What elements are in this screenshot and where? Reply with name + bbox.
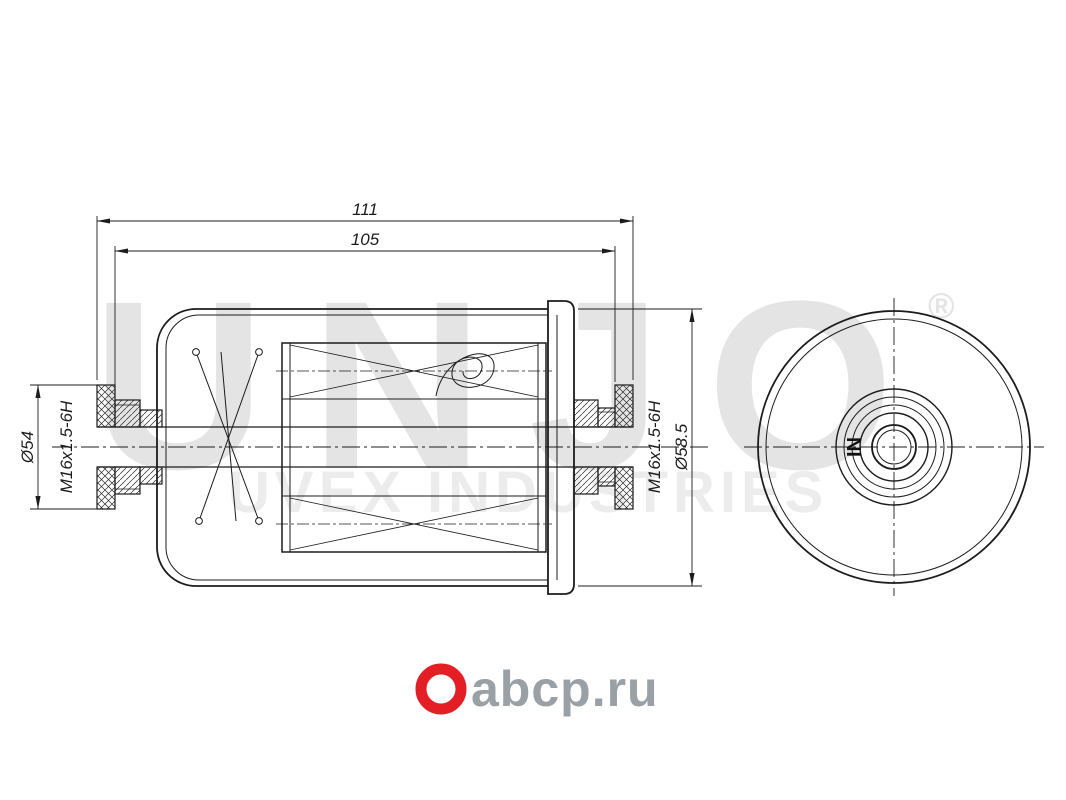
- dim-body-length-label: 105: [351, 230, 380, 249]
- thread-spec-right-label: M16x1.5-6H: [645, 400, 664, 493]
- dimension-body-length: 105: [114, 230, 616, 396]
- filter-shell: [156, 300, 575, 595]
- dim-port-diameter-label: Ø54: [18, 431, 37, 464]
- watermark-subtitle-text: UVEX INDUSTRIES: [228, 460, 828, 525]
- footer-logo: abcp.ru: [415, 661, 659, 717]
- dimensions: 111 105 Ø58.5 Ø54 M16x1.5-6H M16x1.5-6H: [18, 200, 702, 587]
- dimension-port-diameter: Ø54: [18, 384, 97, 510]
- gasket-left: [96, 384, 116, 510]
- logo-tld: .ru: [592, 661, 659, 717]
- side-view: [52, 300, 710, 595]
- bypass-spring-spiral: [435, 353, 495, 397]
- filter-element: [276, 342, 552, 553]
- right-fitting: [573, 399, 616, 495]
- watermark: UNJO ® UVEX INDUSTRIES: [92, 251, 955, 525]
- end-view-circles: [757, 310, 1031, 584]
- thread-spec-left-label: M16x1.5-6H: [57, 400, 76, 493]
- logo-text: abcp.ru: [471, 661, 659, 717]
- end-view: IN: [744, 298, 1044, 596]
- gasket-right: [614, 384, 634, 510]
- dim-overall-length-label: 111: [352, 200, 378, 219]
- logo-ring-icon: [415, 663, 467, 715]
- logo-brand: abcp: [471, 661, 592, 717]
- left-fitting: [114, 399, 163, 495]
- coil-spring: [192, 348, 263, 525]
- center-bore: [97, 426, 633, 468]
- dimension-overall-length: 111: [96, 200, 634, 380]
- dim-outer-diameter-label: Ø58.5: [672, 423, 691, 471]
- inlet-label: IN: [844, 437, 866, 457]
- dimension-outer-diameter: Ø58.5: [578, 308, 702, 587]
